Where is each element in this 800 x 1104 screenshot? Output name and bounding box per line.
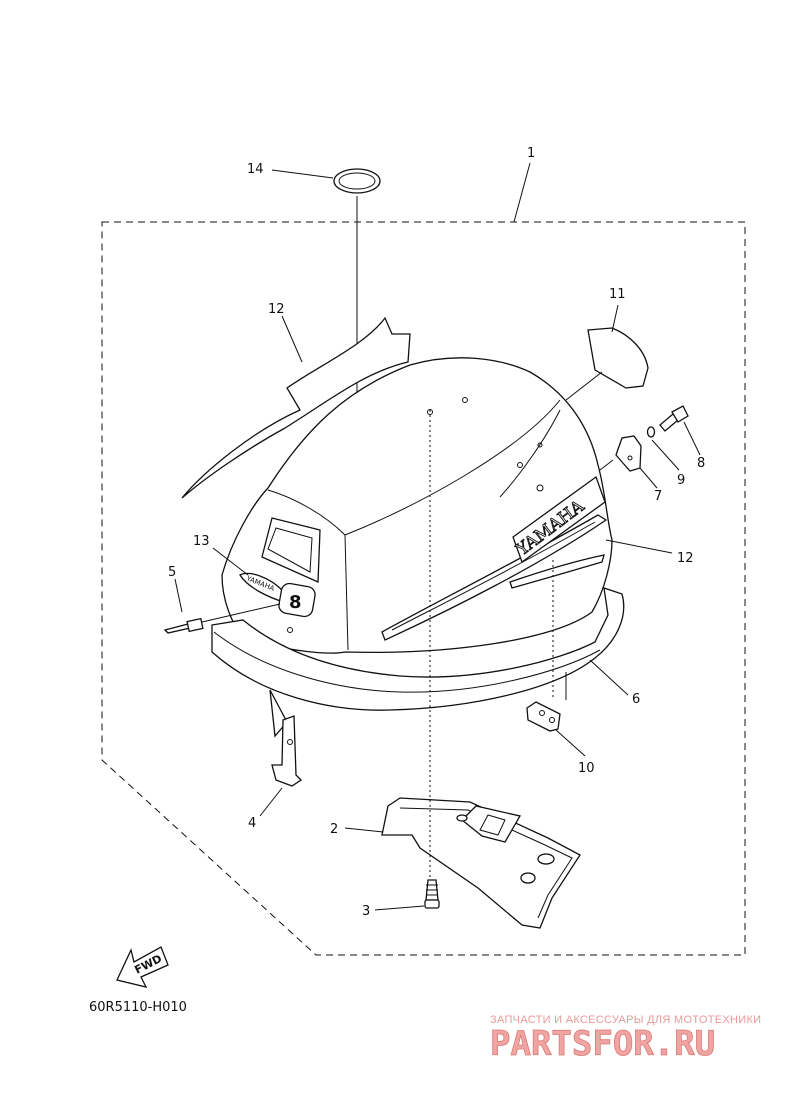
assembly-boundary bbox=[101, 221, 746, 956]
leader-7 bbox=[639, 467, 658, 489]
badge-number: 8 bbox=[289, 592, 302, 613]
leader-14 bbox=[271, 169, 334, 179]
part-12-left-graphic bbox=[181, 316, 411, 499]
leader-12-right bbox=[605, 539, 673, 554]
callout-14: 14 bbox=[247, 162, 264, 177]
callout-1: 1 bbox=[527, 146, 535, 161]
part-10-clip bbox=[526, 701, 561, 732]
watermark-logo: ЗАПЧАСТИ И АКСЕССУАРЫ ДЛЯ МОТОТЕХНИКИ PA… bbox=[490, 1014, 761, 1064]
part-2-handle bbox=[381, 797, 581, 929]
fwd-arrow-icon: FWD bbox=[116, 946, 169, 988]
part-1-top-cowling: YAMAHA bbox=[221, 357, 613, 654]
part-7-lock-bracket bbox=[615, 435, 642, 472]
callout-3: 3 bbox=[362, 904, 370, 919]
leader-12-left bbox=[281, 315, 303, 363]
leader-9 bbox=[651, 439, 680, 471]
part-9-washer bbox=[646, 426, 656, 438]
part-3-screw bbox=[424, 879, 440, 909]
part-11-plate bbox=[587, 327, 649, 389]
leader-6 bbox=[589, 659, 629, 696]
leader-11 bbox=[611, 304, 619, 333]
leader-1 bbox=[513, 162, 531, 223]
axis-7-9 bbox=[599, 459, 614, 471]
part-14-grommet bbox=[333, 168, 381, 194]
leader-4 bbox=[259, 787, 283, 817]
leader-13 bbox=[212, 547, 249, 576]
watermark-brand: PARTSFOR.RU bbox=[490, 1024, 715, 1064]
callout-4: 4 bbox=[248, 816, 256, 831]
callout-11: 11 bbox=[609, 287, 626, 302]
callout-12-left: 12 bbox=[268, 302, 285, 317]
callout-12-right: 12 bbox=[677, 551, 694, 566]
callout-10: 10 bbox=[578, 761, 595, 776]
leader-2 bbox=[344, 827, 384, 833]
callout-2: 2 bbox=[330, 822, 338, 837]
part-5-pin bbox=[163, 603, 281, 634]
callout-9: 9 bbox=[677, 473, 685, 488]
leader-10 bbox=[555, 729, 586, 757]
diagram-part-code: 60R5110-H010 bbox=[89, 1000, 187, 1015]
callout-6: 6 bbox=[632, 692, 640, 707]
leader-5 bbox=[174, 578, 183, 613]
callout-7: 7 bbox=[654, 489, 662, 504]
part-8-bolt bbox=[659, 405, 689, 432]
callout-5: 5 bbox=[168, 565, 176, 580]
part-6-seal bbox=[211, 587, 625, 711]
leader-3 bbox=[374, 905, 425, 911]
callout-8: 8 bbox=[697, 456, 705, 471]
leader-11-b bbox=[565, 371, 603, 401]
leader-8 bbox=[683, 421, 701, 456]
callout-13: 13 bbox=[193, 534, 210, 549]
part-4-bracket bbox=[269, 689, 303, 787]
watermark-tagline: ЗАПЧАСТИ И АКСЕССУАРЫ ДЛЯ МОТОТЕХНИКИ bbox=[490, 1014, 761, 1026]
